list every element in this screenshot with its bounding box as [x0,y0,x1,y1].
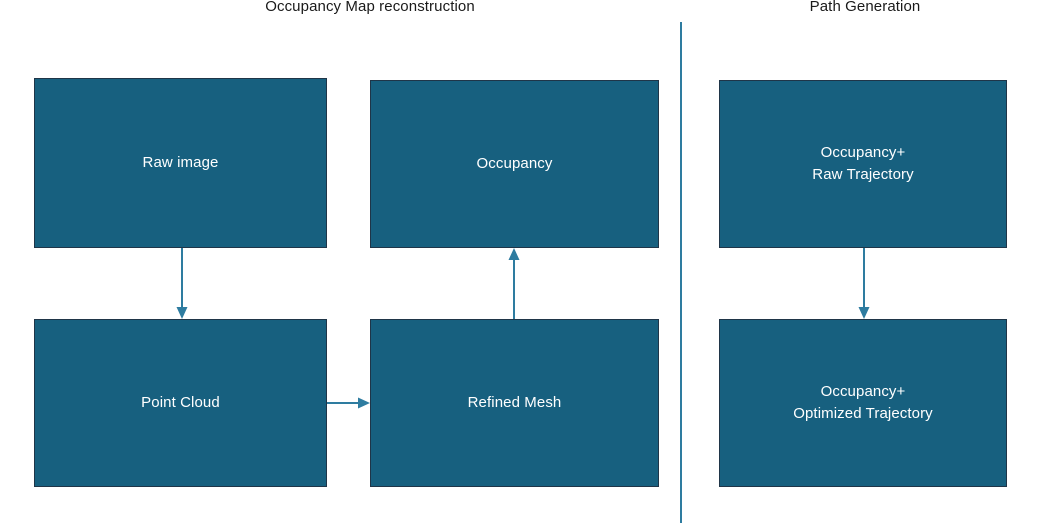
node-refined-mesh[interactable]: Refined Mesh [370,319,659,487]
node-point-cloud[interactable]: Point Cloud [34,319,327,487]
node-occupancy[interactable]: Occupancy [370,80,659,248]
section-title-occupancy-map-reconstruction: Occupancy Map reconstruction [265,0,475,15]
node-occupancy-raw-trajectory[interactable]: Occupancy+ Raw Trajectory [719,80,1007,248]
node-raw-image[interactable]: Raw image [34,78,327,248]
section-title-path-generation: Path Generation [809,0,921,15]
node-occupancy-optimized-trajectory[interactable]: Occupancy+ Optimized Trajectory [719,319,1007,487]
